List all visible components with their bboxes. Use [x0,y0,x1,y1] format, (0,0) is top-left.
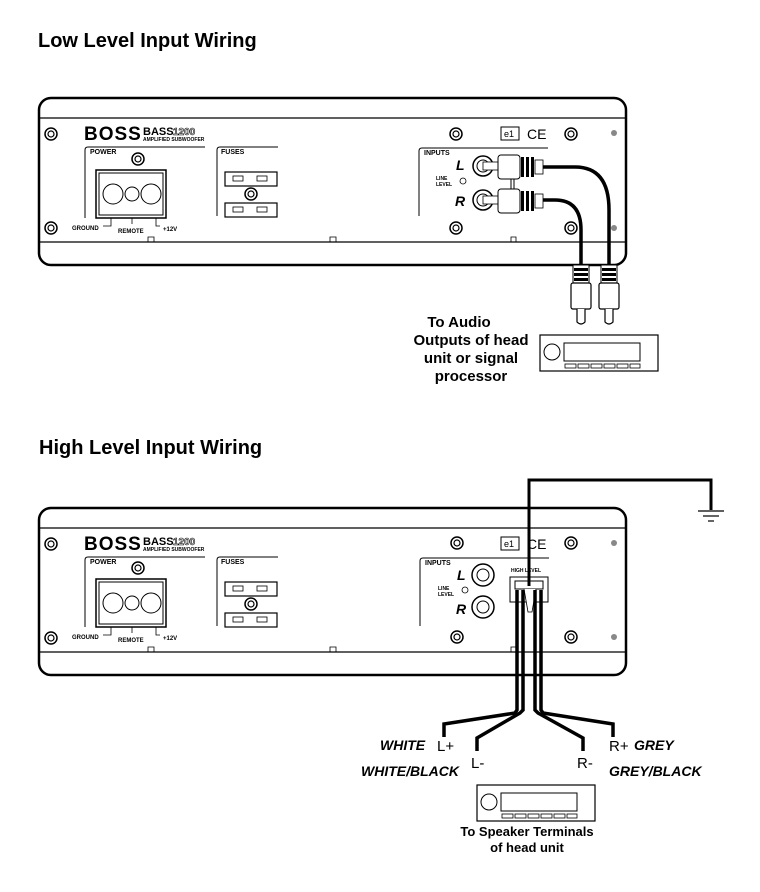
line-level-label-2: LEVEL [438,592,454,598]
line-level-label-1: LINE [436,176,448,182]
fuse-icon [224,581,278,597]
svg-text:To Audio: To Audio [427,314,490,331]
wire-left-plus [442,590,519,737]
rca-cable-left [543,165,611,275]
wire-right-minus [533,590,585,751]
amplifier-panel-high: BOSS BASS 1200 AMPLIFIED SUBWOOFER POWER… [37,506,628,677]
fuse-icon [224,202,278,218]
model-subtitle: AMPLIFIED SUBWOOFER [143,137,205,143]
inputs-label: INPUTS [425,560,451,567]
screw-icon [44,537,58,551]
line-level-label-2: LEVEL [436,182,452,188]
rca-plug-left-icon [482,154,544,180]
right-input-label: R [455,193,466,209]
screw-icon [244,597,258,611]
screw-icon [564,630,578,644]
screw-icon [564,127,578,141]
ground-terminal-icon [102,592,124,614]
rca-plug-output-left-icon [598,264,620,325]
wire-color-grey-black: GREY/BLACK [609,763,702,779]
screw-icon [449,127,463,141]
power-label: POWER [90,149,116,156]
model-prefix: BASS [143,126,174,138]
ground-label: GROUND [72,226,99,232]
wire-left-minus [475,590,525,751]
screw-icon [44,127,58,141]
ground-terminal-icon [102,183,124,205]
terminal-r-minus: R- [577,755,593,772]
screw-icon [44,631,58,645]
screw-icon [131,152,145,166]
left-input-label: L [457,567,466,583]
power-terminal-icon [140,183,162,205]
model-subtitle: AMPLIFIED SUBWOOFER [143,547,205,553]
rca-plug-right-icon [482,188,544,214]
low-level-caption: To Audio Outputs of head unit or signal … [414,314,529,385]
screw-icon [449,221,463,235]
section-title-high-level: High Level Input Wiring [39,437,262,459]
ce-mark: CE [527,536,546,552]
section-title-low-level: Low Level Input Wiring [38,30,257,52]
head-unit-icon [476,784,596,822]
remote-label: REMOTE [118,229,144,235]
screw-icon [450,630,464,644]
high-level-label: HIGH LEVEL [511,568,541,574]
plus12v-label: +12V [163,227,177,233]
remote-terminal-icon [124,595,140,611]
ground-symbol-icon [698,510,724,522]
indicator-dot-icon [611,540,617,546]
terminal-r-plus: R+ [609,738,629,755]
wire-color-white-black: WHITE/BLACK [361,763,460,779]
brand-logo: BOSS [84,534,142,555]
ground-label: GROUND [72,635,99,641]
brand-logo: BOSS [84,124,142,145]
e1-mark: e1 [504,129,514,139]
indicator-dot-icon [611,225,617,231]
svg-text:processor: processor [435,368,508,385]
rca-cable-right [543,198,583,275]
svg-text:of head unit: of head unit [490,840,564,855]
fuses-label: FUSES [221,559,245,566]
power-label: POWER [90,559,116,566]
e1-mark: e1 [504,539,514,549]
model-prefix: BASS [143,536,174,548]
plus12v-label: +12V [163,636,177,642]
ce-mark: CE [527,126,546,142]
head-unit-icon [539,334,659,372]
screw-icon [450,536,464,550]
screw-icon [44,221,58,235]
amplifier-panel-low: BOSS BASS 1200 AMPLIFIED SUBWOOFER POWER… [37,96,628,267]
fuse-icon [224,171,278,187]
left-input-label: L [456,157,465,173]
svg-text:To Speaker Terminals: To Speaker Terminals [460,824,593,839]
svg-text:Outputs of head: Outputs of head [414,332,529,349]
right-input-label: R [456,601,467,617]
terminal-l-minus: L- [471,755,484,772]
screw-icon [131,561,145,575]
model-number: 1200 [173,127,196,138]
inputs-label: INPUTS [424,150,450,157]
wire-color-white: WHITE [380,737,426,753]
screw-icon [564,536,578,550]
terminal-l-plus: L+ [437,738,454,755]
rca-plug-output-right-icon [570,264,592,325]
line-level-label-1: LINE [438,586,450,592]
remote-label: REMOTE [118,638,144,644]
model-number: 1200 [173,537,196,548]
remote-terminal-icon [124,186,140,202]
svg-text:unit or signal: unit or signal [424,350,518,367]
power-terminal-icon [140,592,162,614]
indicator-dot-icon [611,130,617,136]
wire-color-grey: GREY [634,737,675,753]
screw-icon [244,187,258,201]
high-level-caption: To Speaker Terminals of head unit [460,824,593,855]
fuses-label: FUSES [221,149,245,156]
fuse-icon [224,612,278,628]
indicator-dot-icon [611,634,617,640]
screw-icon [564,221,578,235]
wire-right-plus [539,590,615,737]
ground-wire [527,478,713,586]
